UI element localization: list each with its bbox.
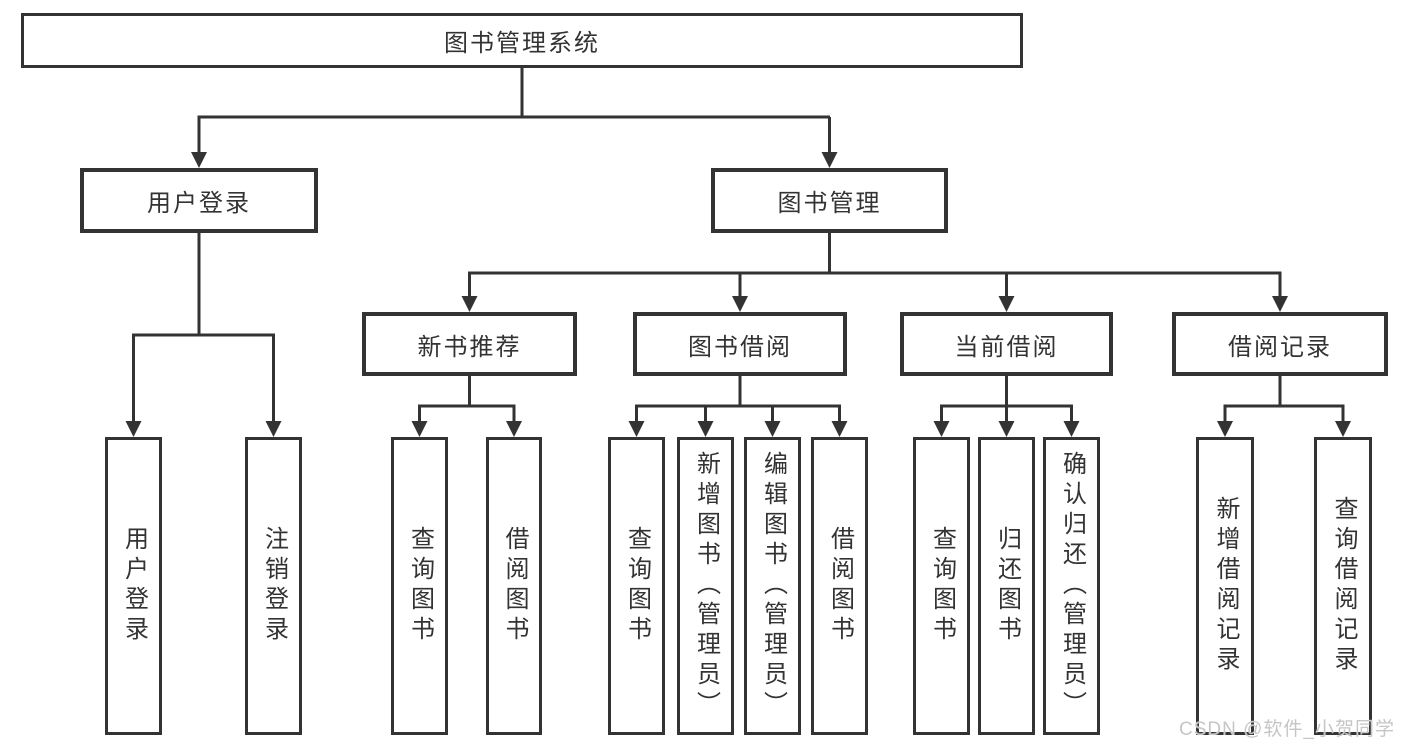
leaf-add-books-admin: 新增图书（管理员）: [677, 437, 734, 735]
node-user-login: 用户登录: [80, 168, 318, 233]
node-current-borrow: 当前借阅: [900, 312, 1113, 376]
leaf-query-books-borrow-label: 查询图书: [623, 526, 651, 646]
node-current-borrow-label: 当前借阅: [954, 333, 1059, 361]
leaf-return-books-label: 归还图书: [993, 526, 1021, 646]
node-book-borrow: 图书借阅: [633, 312, 847, 376]
leaf-edit-books-admin: 编辑图书（管理员）: [744, 437, 801, 735]
node-new-book-recommend: 新书推荐: [362, 312, 577, 376]
leaf-query-books-current: 查询图书: [913, 437, 970, 735]
leaf-borrow-books-label: 借阅图书: [826, 526, 854, 646]
leaf-return-books: 归还图书: [978, 437, 1035, 735]
leaf-logout-label: 注销登录: [260, 526, 288, 646]
node-new-book-recommend-label: 新书推荐: [417, 333, 522, 361]
leaf-confirm-return-admin: 确认归还（管理员）: [1043, 437, 1100, 735]
watermark: CSDN @软件_小贺同学: [1179, 719, 1395, 740]
leaf-query-borrow-record: 查询借阅记录: [1314, 437, 1372, 735]
node-borrow-records: 借阅记录: [1172, 312, 1388, 376]
leaf-borrow-books-recommend-label: 借阅图书: [501, 526, 528, 646]
node-book-management: 图书管理: [711, 168, 948, 233]
leaf-edit-books-admin-label: 编辑图书（管理员）: [759, 451, 787, 721]
leaf-user-login: 用户登录: [105, 437, 162, 735]
leaf-query-books-borrow: 查询图书: [608, 437, 665, 735]
leaf-query-books-current-label: 查询图书: [928, 526, 956, 646]
leaf-add-borrow-record: 新增借阅记录: [1196, 437, 1254, 735]
node-root-label: 图书管理系统: [444, 30, 600, 57]
leaf-borrow-books: 借阅图书: [811, 437, 868, 735]
leaf-logout: 注销登录: [245, 437, 302, 735]
node-user-login-label: 用户登录: [147, 190, 251, 217]
leaf-add-books-admin-label: 新增图书（管理员）: [692, 451, 720, 721]
leaf-confirm-return-admin-label: 确认归还（管理员）: [1058, 451, 1086, 721]
leaf-query-borrow-record-label: 查询借阅记录: [1330, 496, 1357, 676]
leaf-add-borrow-record-label: 新增借阅记录: [1212, 496, 1239, 676]
leaf-borrow-books-recommend: 借阅图书: [486, 437, 542, 735]
leaf-query-books-recommend-label: 查询图书: [406, 526, 434, 646]
node-borrow-records-label: 借阅记录: [1228, 333, 1332, 361]
node-root: 图书管理系统: [21, 13, 1023, 68]
leaf-user-login-label: 用户登录: [120, 526, 148, 646]
node-book-management-label: 图书管理: [777, 190, 882, 217]
node-book-borrow-label: 图书借阅: [688, 333, 792, 361]
leaf-query-books-recommend: 查询图书: [391, 437, 448, 735]
